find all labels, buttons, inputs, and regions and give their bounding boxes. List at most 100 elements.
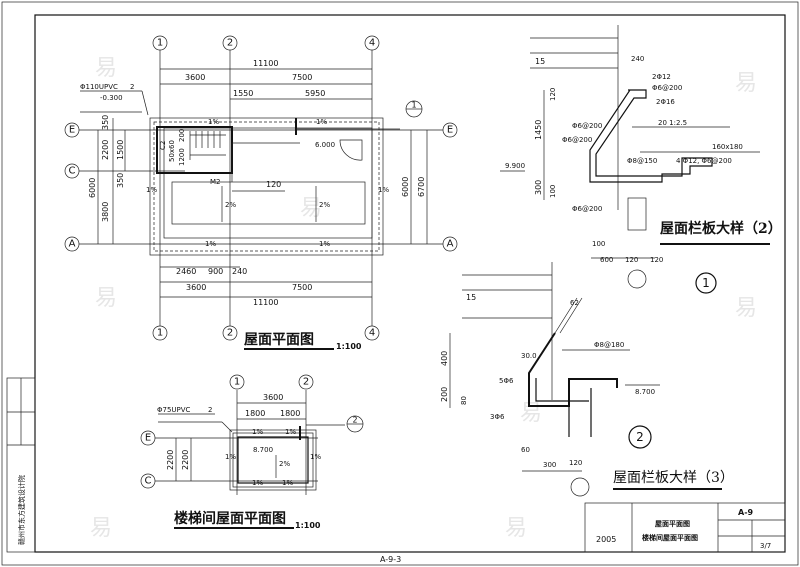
axis-bubble-C: C bbox=[140, 473, 156, 489]
drawing-label: 15 bbox=[466, 293, 476, 302]
parapet-detail-3: 15 62 Φ8@180 30.0 5Φ6 3Φ6 8.700 400 200 … bbox=[440, 262, 734, 497]
drawing-label: C2 bbox=[159, 141, 167, 150]
drawing-label: Φ8@150 bbox=[627, 157, 657, 165]
drawing-label: 1% bbox=[319, 240, 330, 248]
drawing-label: 400 bbox=[440, 351, 449, 366]
drawing-label: 7500 bbox=[292, 73, 312, 82]
detail-ref-bubble: 2 bbox=[628, 425, 652, 449]
parapet-detail-2: 15 240 2Φ12 Φ6@200 2Φ16 20 1:2.5 Φ6@200 … bbox=[500, 25, 782, 294]
drawing-label: 120 bbox=[549, 88, 557, 101]
detail-2-title: 屋面栏板大样（2） bbox=[660, 220, 782, 237]
drawing-label: 50x60 bbox=[168, 140, 176, 162]
drawing-label: 120 bbox=[625, 256, 638, 264]
drawing-label: 2 bbox=[130, 83, 134, 91]
drawing-label: 3600 bbox=[185, 73, 205, 82]
drawing-label: 2 bbox=[636, 430, 644, 444]
drawing-label: 100 bbox=[549, 185, 557, 198]
drawing-label: 1550 bbox=[233, 89, 253, 98]
axis-bubble-2-top: 2 bbox=[222, 35, 238, 51]
watermark-layer: 易 易 易 易 易 易 易 易 bbox=[90, 56, 757, 541]
axis-bubble-A-left: A bbox=[64, 236, 80, 252]
drawing-label: 5950 bbox=[305, 89, 325, 98]
drawing-label: E bbox=[145, 433, 151, 444]
drawing-label: 2% bbox=[279, 460, 290, 468]
drawing-label: 200 bbox=[178, 129, 186, 142]
elevation-label: 8.700 bbox=[253, 446, 273, 454]
drawing-label: 2 bbox=[352, 416, 357, 425]
watermark: 易 bbox=[90, 516, 112, 541]
sheet-code: A-9-3 bbox=[380, 555, 401, 564]
axis-bubble-2: 2 bbox=[298, 374, 314, 390]
drawing-label: 60 bbox=[521, 446, 530, 454]
drawing-label: 6700 bbox=[417, 177, 426, 197]
elevation-label: 6.000 bbox=[315, 141, 335, 149]
pipe-label: Φ75UPVC bbox=[157, 406, 191, 414]
roof-raised-area bbox=[171, 181, 366, 225]
roof-hatch-drain bbox=[339, 139, 363, 161]
drawing-label: 2200 bbox=[101, 140, 110, 160]
drawing-label: 1 bbox=[411, 101, 416, 110]
drawing-label: 120 bbox=[569, 459, 582, 467]
drawing-label: 1450 bbox=[534, 120, 543, 140]
drawing-label: Φ6@200 bbox=[572, 122, 602, 130]
drawing-label: A bbox=[69, 239, 76, 250]
inner-border bbox=[34, 14, 786, 553]
drawing-label: 1500 bbox=[116, 140, 125, 160]
drawing-label: 350 bbox=[116, 173, 125, 188]
drawing-label: 62 bbox=[570, 299, 579, 307]
watermark: 易 bbox=[735, 71, 757, 96]
axis-bubble-1-top: 1 bbox=[152, 35, 168, 51]
design-institute-label: 赣州市东方建筑设计院 bbox=[17, 475, 26, 545]
watermark: 易 bbox=[95, 56, 117, 81]
drawing-label: 2 bbox=[303, 377, 309, 388]
drawing-label: 2 bbox=[227, 38, 233, 49]
axis-bubble-1: 1 bbox=[229, 374, 245, 390]
detail-ref-bubble: 1 bbox=[695, 272, 717, 294]
drawing-label: 7500 bbox=[292, 283, 312, 292]
drawing-label: -0.300 bbox=[100, 94, 123, 102]
drawing-label: 300 bbox=[534, 180, 543, 195]
drawing-label: 11100 bbox=[253, 59, 278, 68]
drawing-label: 1 bbox=[157, 38, 163, 49]
elevation-label: 9.900 bbox=[505, 162, 525, 170]
drawing-label: 1800 bbox=[280, 409, 300, 418]
axis-bubble-E-right: E bbox=[442, 122, 458, 138]
drawing-label: 160x180 bbox=[712, 143, 743, 151]
drawing-label: 3Φ6 bbox=[490, 413, 505, 421]
axis-bubble-C-left: C bbox=[64, 163, 80, 179]
drawing-label: Φ6@200 bbox=[572, 205, 602, 213]
page-number: 3/7 bbox=[760, 542, 771, 550]
drawing-label: 2% bbox=[319, 201, 330, 209]
roof-plan: 1 2 4 1 2 4 E C A E A 11100 3600 7500 15… bbox=[64, 35, 458, 351]
drawing-label: 240 bbox=[631, 55, 644, 63]
drawing-label: 4 bbox=[369, 38, 375, 49]
stair-roof-plan: 1 2 E C 3600 1800 1800 Φ75UPVC 2 2 8.700… bbox=[140, 374, 364, 530]
pipe-label: Φ110UPVC bbox=[80, 83, 118, 91]
drawing-label: 2200 bbox=[166, 450, 175, 470]
stair-treads bbox=[189, 131, 226, 160]
drawing-label: A bbox=[447, 239, 454, 250]
drawing-label: 100 bbox=[592, 240, 605, 248]
watermark: 易 bbox=[300, 196, 322, 221]
drawing-label: 300 bbox=[543, 461, 556, 469]
drawing-label: 2 bbox=[208, 406, 212, 414]
drawing-label: C bbox=[145, 476, 152, 487]
drawing-label: 1% bbox=[316, 118, 327, 126]
axis-bubble-A-right: A bbox=[442, 236, 458, 252]
drawing-label: 4 Φ12, Φ6@200 bbox=[676, 157, 732, 165]
watermark: 易 bbox=[520, 401, 542, 426]
watermark: 易 bbox=[735, 296, 757, 321]
stair-roof-plan-title: 楼梯间屋面平面图 bbox=[174, 510, 286, 527]
drawing-label: 120 bbox=[650, 256, 663, 264]
axis-bubble-E: E bbox=[140, 430, 156, 446]
watermark: 易 bbox=[95, 286, 117, 311]
drawing-label: 11100 bbox=[253, 298, 278, 307]
drawing-label: 5Φ6 bbox=[499, 377, 514, 385]
axis-bubble-1-bottom: 1 bbox=[152, 325, 168, 341]
drawing-name-1: 屋面平面图 bbox=[655, 519, 690, 528]
watermark: 易 bbox=[505, 516, 527, 541]
drawing-label: 1 bbox=[702, 276, 710, 290]
drawing-label: 1% bbox=[252, 428, 263, 436]
drawing-label: 1 bbox=[234, 377, 240, 388]
roof-plan-title: 屋面平面图 bbox=[244, 332, 314, 348]
